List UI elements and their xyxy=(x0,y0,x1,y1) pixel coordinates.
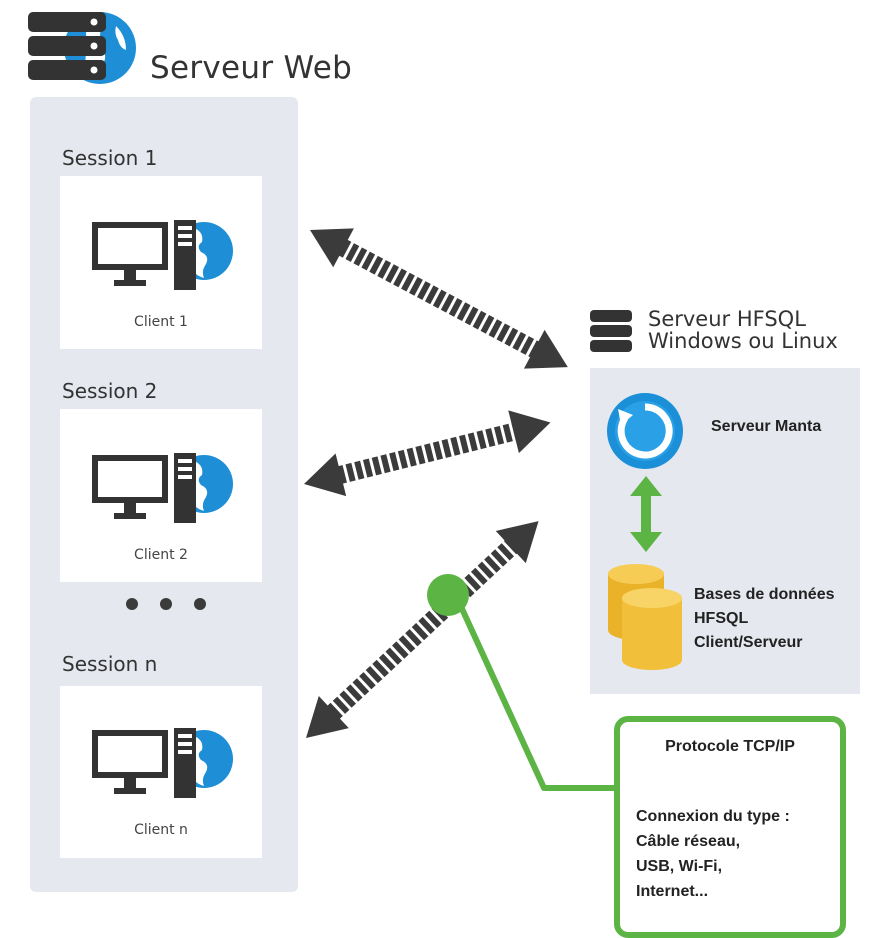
client-n-label: Client n xyxy=(134,822,188,838)
session-n-label: Session n xyxy=(62,652,158,676)
client-2-label: Client 2 xyxy=(134,547,188,563)
protocol-details: Connexion du type : Câble réseau, USB, W… xyxy=(636,808,790,900)
manta-server-label: Serveur Manta xyxy=(711,418,822,435)
protocol-connector-dot xyxy=(427,574,469,616)
computer-icon xyxy=(92,453,233,523)
client-2-card: Client 2 xyxy=(60,409,262,582)
web-server-title: Serveur Web xyxy=(150,50,353,86)
double-arrow-session-1 xyxy=(310,228,568,369)
protocol-title: Protocole TCP/IP xyxy=(665,738,795,755)
vertical-double-arrow xyxy=(630,476,662,552)
session-1-label: Session 1 xyxy=(62,146,158,170)
session-2-label: Session 2 xyxy=(62,379,158,403)
protocol-connector-line xyxy=(455,598,616,791)
server-globe-icon xyxy=(28,12,136,84)
client-n-card: Client n xyxy=(60,686,262,858)
computer-icon xyxy=(92,728,233,798)
manta-refresh-icon xyxy=(607,393,683,469)
server-icon xyxy=(590,310,632,352)
client-1-card: Client 1 xyxy=(60,176,262,349)
client-1-label: Client 1 xyxy=(134,314,188,330)
database-icon xyxy=(608,564,682,670)
database-label: Bases de données HFSQL Client/Serveur xyxy=(694,586,835,651)
double-arrow-session-n xyxy=(306,521,539,738)
more-sessions-ellipsis xyxy=(126,598,206,610)
hfsql-server-title: Serveur HFSQL Windows ou Linux xyxy=(648,307,838,353)
computer-icon xyxy=(92,220,233,290)
protocol-box: Protocole TCP/IP Connexion du type : Câb… xyxy=(614,716,846,938)
double-arrow-session-2 xyxy=(304,410,551,497)
